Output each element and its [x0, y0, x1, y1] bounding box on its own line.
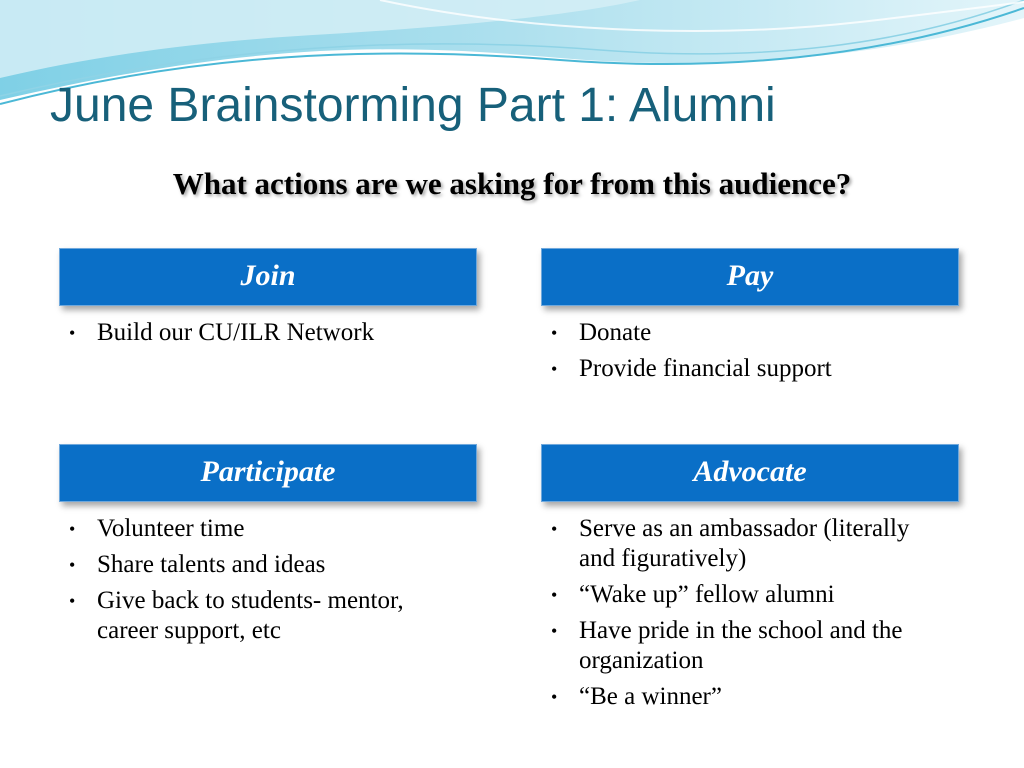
list-item: •Donate	[551, 319, 652, 346]
bullet-icon: •	[551, 585, 558, 605]
list-item: •Provide financial support	[551, 355, 832, 382]
list-item: •Build our CU/ILR Network	[69, 319, 375, 346]
bullet-icon: •	[69, 555, 76, 575]
bullet-icon: •	[551, 359, 558, 379]
bullet-icon: •	[551, 621, 558, 641]
list-item: •“Wake up” fellow alumni	[551, 581, 835, 608]
header-wave-decoration	[0, 0, 1024, 105]
slide-subtitle: What actions are we asking for from this…	[172, 166, 852, 201]
bullet-icon: •	[69, 591, 76, 611]
card-participate-header: Participate	[59, 444, 477, 502]
bullet-icon: •	[551, 323, 558, 343]
list-item: •Share talents and ideas	[69, 551, 326, 578]
list-item: •Volunteer time	[69, 515, 245, 542]
card-pay: Pay •Donate •Provide financial support	[541, 248, 959, 390]
slide-title: June Brainstorming Part 1: Alumni	[50, 79, 776, 132]
list-item: •Serve as an ambassador (literally and f…	[551, 515, 910, 572]
bullet-icon: •	[551, 687, 558, 707]
card-pay-list: •Donate •Provide financial support	[541, 318, 959, 384]
card-participate-list: •Volunteer time •Share talents and ideas…	[59, 514, 477, 646]
bullet-icon: •	[69, 323, 76, 343]
list-item: •“Be a winner”	[551, 683, 722, 710]
list-item: •Have pride in the school and the organi…	[551, 617, 903, 674]
card-join: Join •Build our CU/ILR Network	[59, 248, 477, 354]
card-participate: Participate •Volunteer time •Share talen…	[59, 444, 477, 652]
bullet-icon: •	[69, 519, 76, 539]
card-join-list: •Build our CU/ILR Network	[59, 318, 477, 348]
list-item: •Give back to students- mentor, career s…	[69, 587, 404, 644]
card-join-header: Join	[59, 248, 477, 306]
bullet-icon: •	[551, 519, 558, 539]
card-advocate: Advocate •Serve as an ambassador (litera…	[541, 444, 959, 718]
card-advocate-list: •Serve as an ambassador (literally and f…	[541, 514, 959, 712]
card-pay-header: Pay	[541, 248, 959, 306]
card-advocate-header: Advocate	[541, 444, 959, 502]
